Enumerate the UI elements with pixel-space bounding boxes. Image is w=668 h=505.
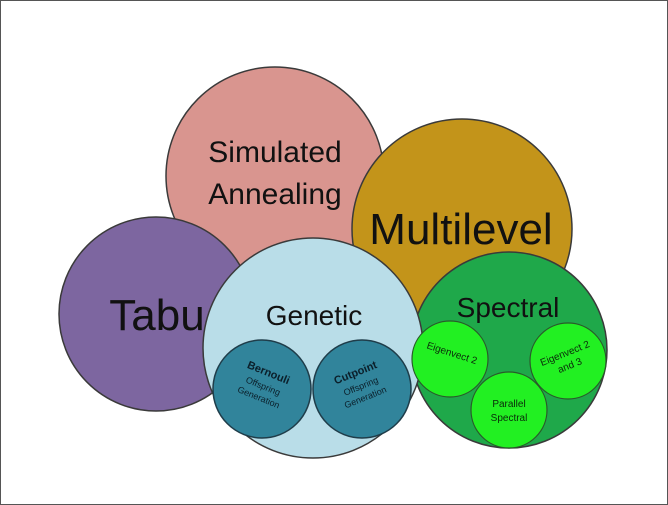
eigenvect23-circle (529, 322, 607, 400)
parallel-spectral-label-2: Spectral (491, 413, 528, 424)
parallel-spectral-circle (470, 371, 548, 449)
parallel-spectral-label-1: Parallel (492, 399, 525, 410)
bernoulli-circle (212, 339, 312, 439)
simulated-annealing-label-2: Annealing (208, 178, 341, 211)
genetic-label: Genetic (266, 300, 363, 331)
tabu-label: Tabu (109, 291, 204, 340)
cutpoint-circle (312, 339, 412, 439)
simulated-annealing-label-1: Simulated (208, 136, 341, 169)
eigenvect2-circle (411, 320, 489, 398)
multilevel-label: Multilevel (369, 205, 552, 254)
spectral-label: Spectral (457, 292, 560, 323)
